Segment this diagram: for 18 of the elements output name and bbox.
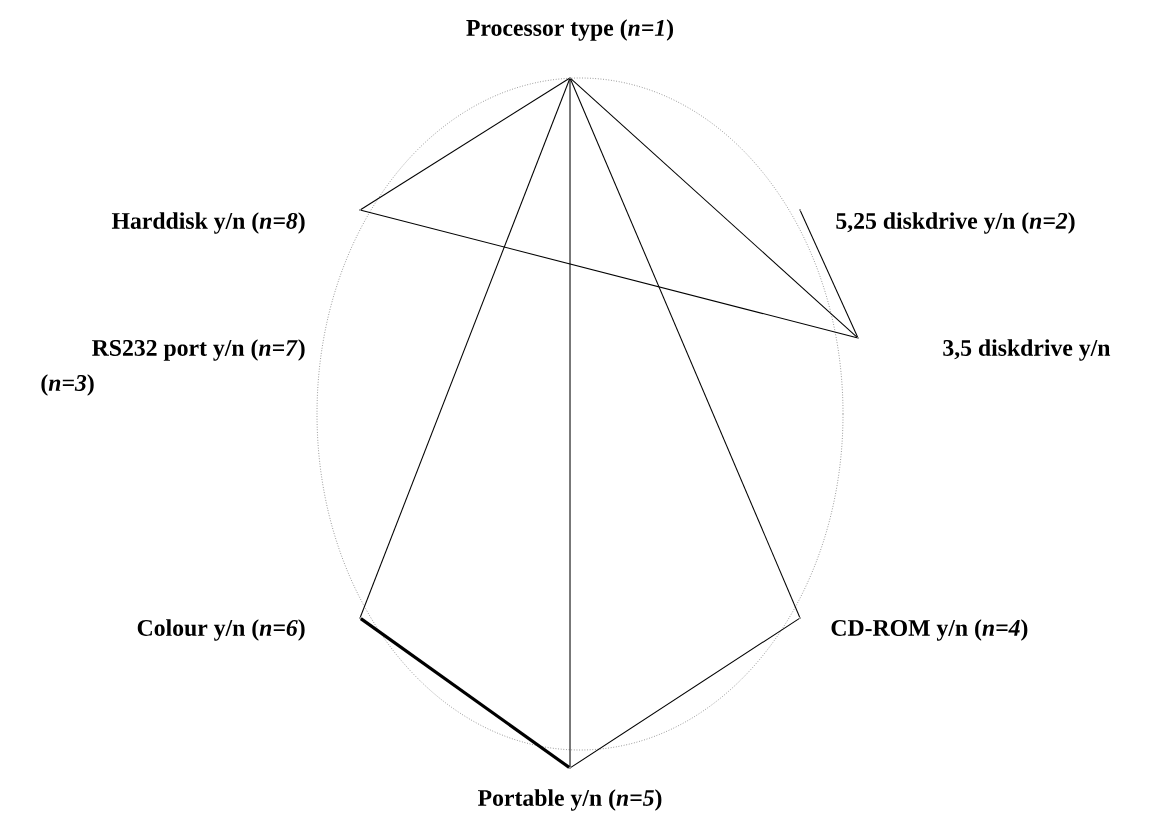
line <box>360 209 858 339</box>
line <box>799 210 859 338</box>
vertex-label: 3,5 diskdrive y/n <box>943 339 1111 361</box>
vertex-label: 5,25 diskdrive y/n (n=2) <box>836 212 1075 234</box>
line <box>569 78 801 618</box>
vertex-label: Harddisk y/n (n=8) <box>111 212 305 234</box>
line <box>360 78 570 210</box>
line <box>359 617 571 769</box>
line <box>569 78 571 768</box>
axis-label: RS232 port y/n (n=7) <box>92 339 305 361</box>
vertex-label: CD-ROM y/n (n=4) <box>831 619 1028 641</box>
line <box>570 618 800 768</box>
vertex-label: Colour y/n (n=6) <box>137 619 305 641</box>
vertex-label: Processor type (n=1) <box>466 19 673 41</box>
axis-label: (n=3) <box>41 374 94 396</box>
line <box>359 78 571 618</box>
line <box>570 78 858 338</box>
vertex-label: Portable y/n (n=5) <box>478 789 662 811</box>
